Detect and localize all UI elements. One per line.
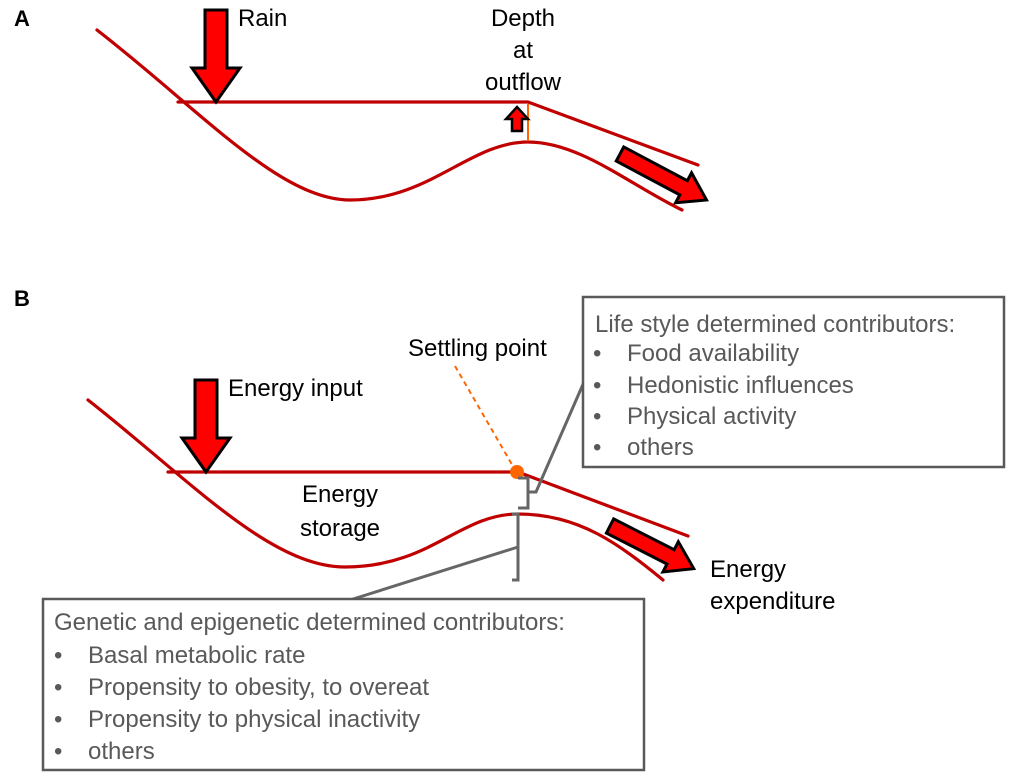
energy-input-label: Energy input — [228, 375, 363, 402]
panel-b-letter: B — [14, 286, 30, 311]
depth-arrow-icon — [503, 105, 531, 133]
settling-point-pointer — [454, 365, 515, 469]
panel-b: B Energy input Energy storage Settling p… — [14, 286, 1006, 772]
genetic-box-frame — [41, 597, 646, 772]
genetic-bracket — [349, 512, 520, 602]
lifestyle-item: others — [627, 434, 694, 461]
settling-point-dot — [510, 465, 524, 479]
bullet-icon: • — [593, 434, 601, 461]
bullet-icon: • — [54, 738, 62, 765]
bullet-icon: • — [54, 674, 62, 701]
lifestyle-contributors-box: Life style determined contributors: • Fo… — [581, 295, 1006, 469]
bullet-icon: • — [593, 403, 601, 430]
lifestyle-item: Physical activity — [627, 403, 796, 430]
lifestyle-box-title: Life style determined contributors: — [595, 311, 955, 338]
genetic-item: others — [88, 738, 155, 765]
energy-expenditure-label-line-2: expenditure — [710, 588, 835, 615]
panel-a-water-level — [176, 100, 700, 167]
panel-a: A Rain Depth at outflow — [14, 5, 709, 212]
lifestyle-box-frame — [581, 295, 1006, 469]
bullet-icon: • — [54, 642, 62, 669]
depth-label-line-1: Depth — [491, 5, 555, 32]
energy-expenditure-label-line-1: Energy — [710, 556, 786, 583]
lifestyle-item: Hedonistic influences — [627, 372, 854, 399]
energy-input-arrow-icon — [179, 378, 233, 475]
energy-storage-label-line-2: storage — [300, 515, 380, 542]
panel-a-letter: A — [14, 6, 30, 31]
rain-arrow-icon — [189, 8, 243, 105]
genetic-item: Basal metabolic rate — [88, 642, 305, 669]
energy-storage-label-line-1: Energy — [302, 481, 378, 508]
depth-label-line-3: outflow — [485, 69, 562, 96]
genetic-item: Propensity to physical inactivity — [88, 706, 420, 733]
panel-b-valley-outline — [86, 398, 665, 582]
outflow-arrow-icon — [614, 144, 709, 205]
bullet-icon: • — [593, 372, 601, 399]
lifestyle-bracket — [518, 381, 586, 510]
bullet-icon: • — [593, 340, 601, 367]
bullet-icon: • — [54, 706, 62, 733]
depth-label-line-2: at — [513, 37, 533, 64]
rain-label: Rain — [238, 5, 287, 32]
genetic-item: Propensity to obesity, to overeat — [88, 674, 429, 701]
settling-point-label: Settling point — [408, 335, 547, 362]
panel-a-valley-outline — [95, 28, 684, 212]
lifestyle-item: Food availability — [627, 340, 799, 367]
genetic-box-title: Genetic and epigenetic determined contri… — [54, 609, 565, 636]
genetic-contributors-box: Genetic and epigenetic determined contri… — [41, 597, 646, 772]
energy-expenditure-arrow-icon — [604, 516, 697, 574]
